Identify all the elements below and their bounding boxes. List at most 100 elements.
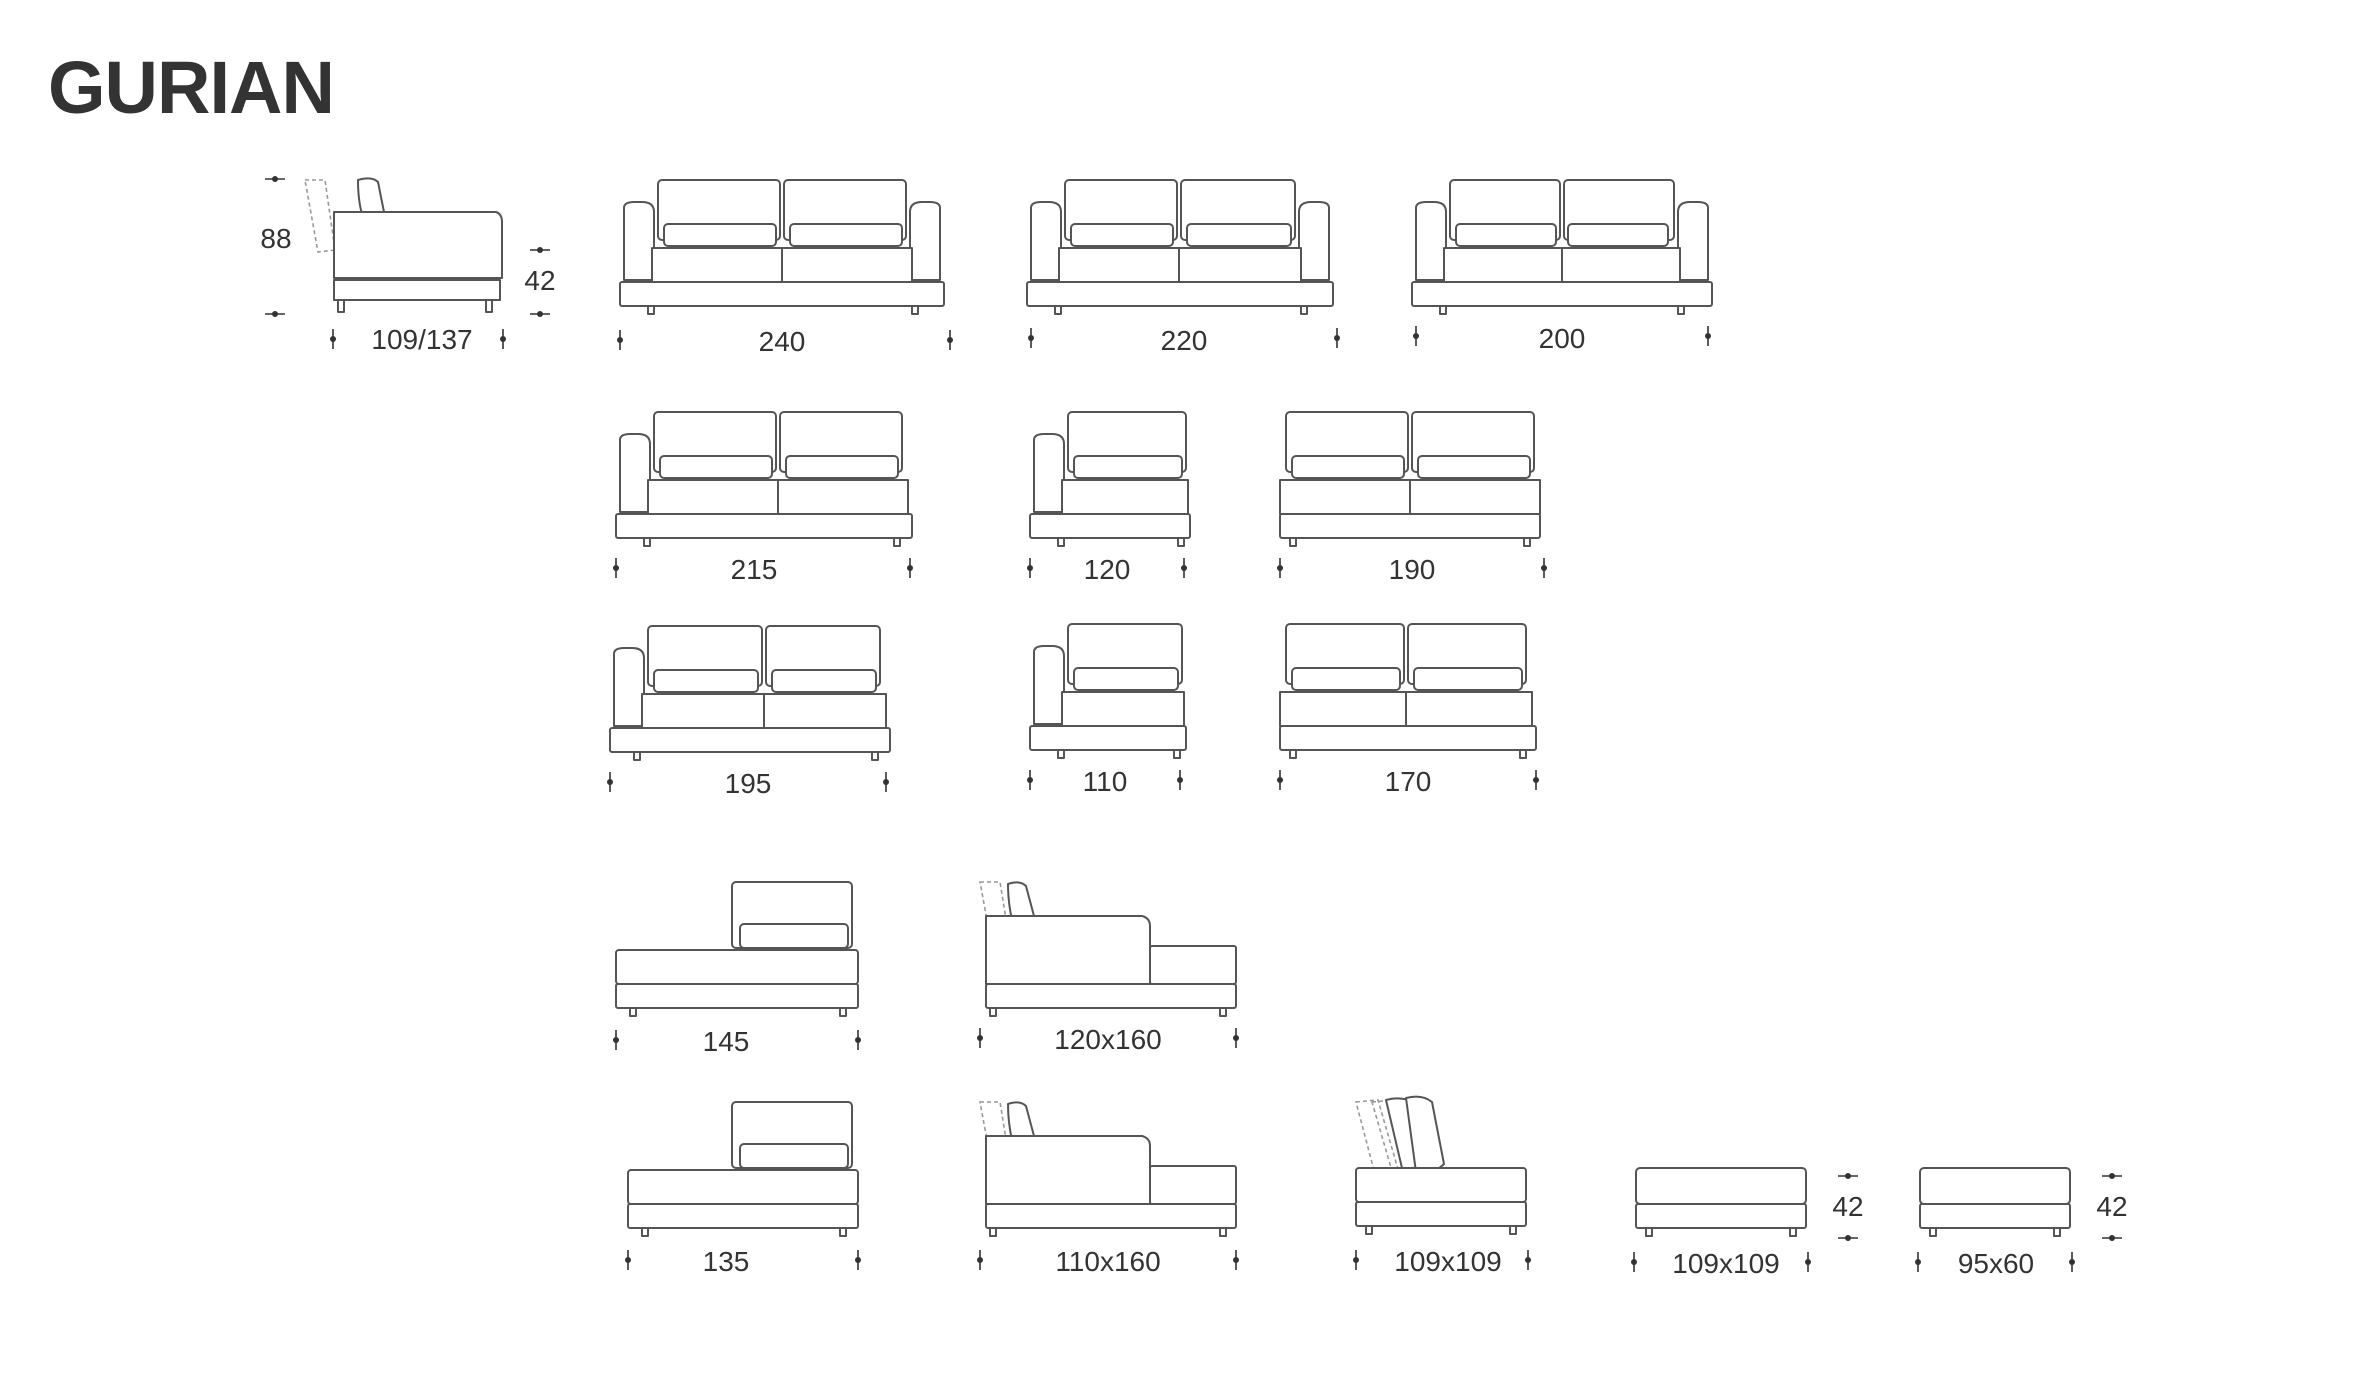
lumbar-left: [1291, 667, 1401, 691]
leg: [839, 1007, 847, 1017]
arm-right: [909, 201, 941, 281]
width-label: 215: [731, 554, 778, 585]
seat-cushion-left: [1279, 479, 1411, 515]
arm-left: [623, 201, 655, 281]
base: [615, 983, 859, 1009]
leg: [1219, 1227, 1227, 1237]
seat-cushion-right: [763, 693, 887, 729]
leg: [1645, 1227, 1653, 1237]
module-sofa-200: 200: [1411, 179, 1713, 354]
side-body: [333, 211, 503, 279]
lumbar: [739, 1143, 849, 1169]
arm-left: [619, 433, 651, 513]
height-label: 42: [2096, 1191, 2127, 1222]
leg: [641, 1227, 649, 1237]
module-pouf-95x60: 95x60 42: [1915, 1167, 2128, 1279]
base: [1029, 513, 1191, 539]
arm-left: [1030, 201, 1062, 281]
arm-left: [1033, 645, 1065, 725]
leg: [1054, 305, 1062, 315]
brand-logo-text: GURIAN: [48, 46, 334, 129]
seat: [627, 1169, 859, 1205]
cushion: [1635, 1167, 1807, 1205]
width-label: 240: [759, 326, 806, 357]
seat-cushion-left: [1443, 247, 1563, 283]
base: [609, 727, 891, 753]
leg: [1789, 1227, 1797, 1237]
arm-right: [1677, 201, 1709, 281]
seat-cushion-right: [1178, 247, 1302, 283]
leg: [1509, 1225, 1517, 1235]
base: [1026, 281, 1334, 307]
seat-cushion: [1061, 479, 1189, 515]
width-label: 110: [1083, 766, 1128, 797]
side-base: [333, 279, 501, 301]
base: [1355, 1201, 1527, 1227]
width-label: 145: [703, 1026, 750, 1057]
leg: [893, 537, 901, 547]
lumbar: [1073, 455, 1183, 479]
lumbar: [1073, 667, 1179, 691]
seat: [615, 949, 859, 985]
body: [985, 1135, 1151, 1205]
leg: [629, 1007, 637, 1017]
seat-cushion-left: [651, 247, 783, 283]
width-label: 190: [1389, 554, 1436, 585]
seat-cushion-right: [777, 479, 909, 515]
leg: [1929, 1227, 1937, 1237]
leg: [1289, 537, 1297, 547]
brand-logo: GURIAN: [48, 46, 335, 129]
seat-cushion-left: [641, 693, 765, 729]
base: [627, 1203, 859, 1229]
module-chaise-120x160: 120x160: [977, 881, 1239, 1055]
module-chaise-110x160: 110x160: [977, 1101, 1239, 1277]
leg: [1300, 305, 1308, 315]
seat-cushion: [1061, 691, 1185, 727]
leg: [911, 305, 919, 315]
base: [1635, 1203, 1807, 1229]
leg: [1677, 305, 1685, 315]
lumbar-right: [785, 455, 899, 479]
module-chaise-145: 145: [613, 881, 861, 1057]
lumbar-right: [771, 669, 877, 693]
seat-cushion-left: [1279, 691, 1407, 727]
module-sofa-215: 215: [613, 411, 913, 585]
lumbar-left: [663, 223, 777, 247]
leg: [989, 1007, 997, 1017]
leg: [1057, 537, 1065, 547]
headrest: [1007, 881, 1035, 921]
leg: [989, 1227, 997, 1237]
side-headrest-reclined: [304, 179, 336, 253]
module-side-view: 88 42 109/137: [260, 176, 556, 355]
lumbar-left: [1455, 223, 1557, 247]
module-sofa-170: 170: [1277, 623, 1539, 797]
lumbar-right: [1567, 223, 1669, 247]
base: [1411, 281, 1713, 307]
leg: [1173, 749, 1181, 759]
seat-cushion-right: [1561, 247, 1681, 283]
lumbar-left: [653, 669, 759, 693]
module-sofa-195: 195: [607, 625, 891, 799]
lumbar-right: [1417, 455, 1531, 479]
width-label: 95x60: [1958, 1248, 2034, 1279]
seat-cushion-left: [1058, 247, 1180, 283]
seat: [1355, 1167, 1527, 1203]
width-label: 135: [703, 1246, 750, 1277]
width-label: 195: [725, 768, 772, 799]
leg: [647, 305, 655, 315]
side-headrest: [357, 177, 385, 215]
lumbar-right: [1413, 667, 1523, 691]
lumbar-right: [1186, 223, 1292, 247]
leg: [1365, 1225, 1373, 1235]
base: [1279, 513, 1541, 539]
base: [615, 513, 913, 539]
module-pouf-109x109: 109x109 42: [1631, 1167, 1864, 1279]
leg: [1057, 749, 1065, 759]
lumbar-right: [789, 223, 903, 247]
base: [985, 1203, 1237, 1229]
leg: [633, 751, 641, 761]
module-sofa-220: 220: [1026, 179, 1340, 356]
module-sofa-120: 120: [1027, 411, 1191, 585]
arm-left: [613, 647, 645, 727]
